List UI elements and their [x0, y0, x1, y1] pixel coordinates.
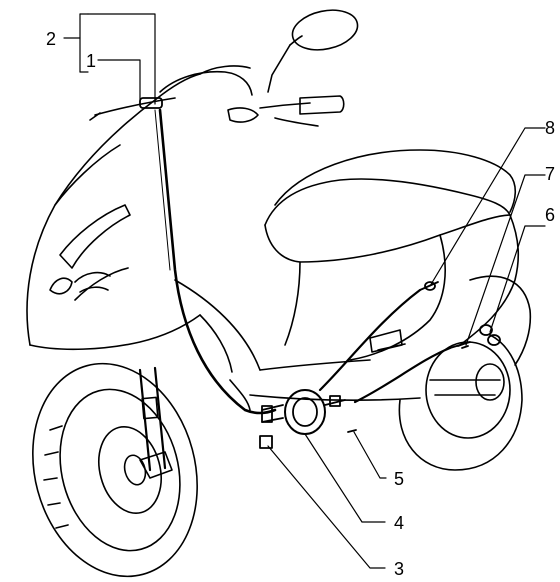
callout-1: 1	[86, 51, 96, 71]
leader-2	[87, 13, 156, 105]
leader-3	[267, 445, 386, 569]
callout-8: 8	[545, 118, 555, 138]
leader-4	[304, 433, 386, 523]
callout-3: 3	[394, 559, 404, 579]
callout-2: 2	[46, 29, 56, 49]
callout-5: 5	[394, 469, 404, 489]
leader-8	[429, 127, 546, 287]
callout-4: 4	[394, 513, 404, 533]
leader-7	[465, 174, 546, 346]
leader-1	[97, 59, 141, 101]
scooter-body	[26, 9, 532, 472]
rear-wheel	[398, 334, 523, 471]
leader-lines	[63, 13, 546, 569]
leader-5	[353, 431, 387, 479]
callout-labels: 2 1 3 4 5 6 7 8	[46, 29, 555, 579]
leader-6	[489, 225, 546, 333]
front-wheel	[32, 362, 198, 578]
callout-7: 7	[545, 164, 555, 184]
callout-6: 6	[545, 205, 555, 225]
